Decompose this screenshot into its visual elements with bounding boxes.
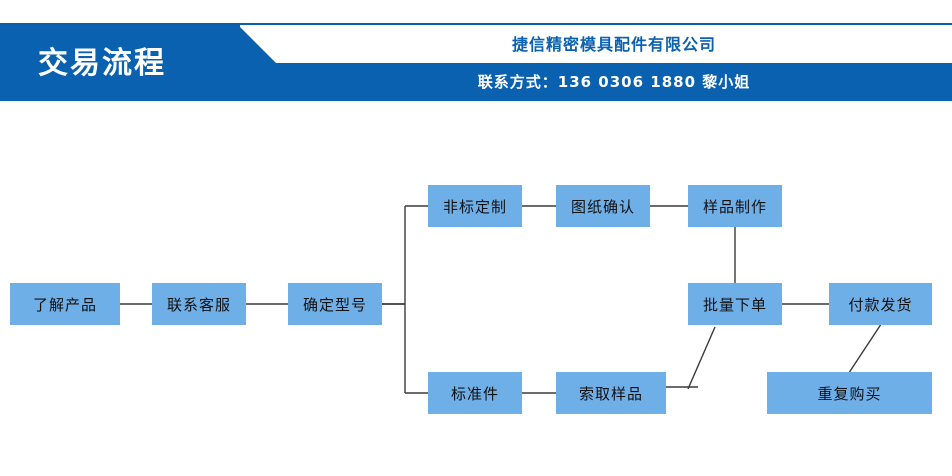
flow-node-confirm-model: 确定型号	[288, 283, 382, 325]
company-name: 捷信精密模具配件有限公司	[511, 35, 716, 54]
contact-info: 联系方式：136 0306 1880 黎小姐	[477, 73, 751, 91]
flow-node-label: 非标定制	[442, 197, 507, 216]
flow-node-standard-part: 标准件	[428, 372, 522, 414]
page-header: 交易流程 捷信精密模具配件有限公司 联系方式：136 0306 1880 黎小姐	[0, 23, 952, 101]
connector-request-sample-to-bulk-order	[687, 326, 716, 390]
flow-node-sample-making: 样品制作	[688, 185, 782, 227]
flow-node-label: 样品制作	[702, 197, 767, 216]
flow-node-pay-and-ship: 付款发货	[829, 283, 932, 325]
header-title-band	[0, 25, 240, 101]
flow-node-label: 图纸确认	[570, 197, 635, 216]
flow-node-custom-nonstandard: 非标定制	[428, 185, 522, 227]
page-title: 交易流程	[38, 46, 166, 81]
flow-node-label: 付款发货	[848, 295, 913, 314]
flow-node-label: 了解产品	[32, 295, 97, 314]
flow-node-label: 索取样品	[578, 384, 643, 403]
flow-node-drawing-confirm: 图纸确认	[556, 185, 650, 227]
flow-node-label: 重复购买	[817, 384, 882, 403]
connector-pay-and-ship-to-repeat-purchase	[848, 324, 882, 373]
flow-node-understand-product: 了解产品	[10, 283, 120, 325]
flow-node-label: 确定型号	[302, 295, 367, 314]
flow-node-request-sample: 索取样品	[556, 372, 666, 414]
header-top-rule	[0, 23, 952, 25]
flow-node-repeat-purchase: 重复购买	[767, 372, 932, 414]
flow-node-label: 批量下单	[702, 295, 767, 314]
flow-node-label: 联系客服	[166, 295, 231, 314]
flow-node-label: 标准件	[450, 384, 499, 403]
flow-node-bulk-order: 批量下单	[688, 283, 782, 325]
flow-node-contact-service: 联系客服	[152, 283, 246, 325]
